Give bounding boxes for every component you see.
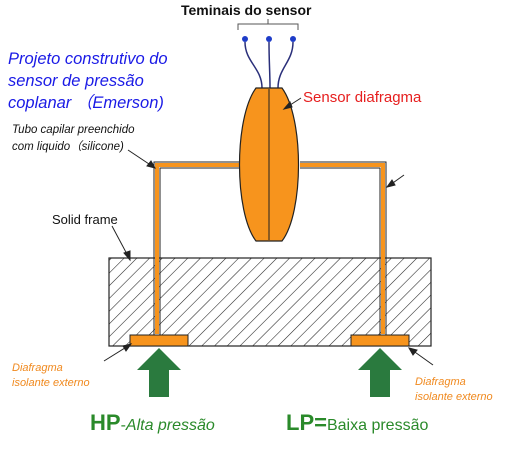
isolating-diaphragm-label-left: Diafragma isolante externo xyxy=(12,361,90,391)
capillary-tube-left xyxy=(153,161,242,335)
isolating-diaphragm-label-right: Diafragma isolante externo xyxy=(415,375,493,405)
diaphragm-left-leader-head xyxy=(122,343,133,352)
capillary-leader-head xyxy=(146,160,157,169)
low-pressure-arrow xyxy=(358,348,402,397)
isolating-diaphragm-label-line: isolante externo xyxy=(415,391,493,403)
solid-frame-label: Solid frame xyxy=(52,212,118,227)
isolating-diaphragm-label-line: isolante externo xyxy=(12,377,90,389)
capillary-right-leader-head xyxy=(385,179,396,188)
wire xyxy=(244,41,263,89)
high-pressure-label: HP-Alta pressão xyxy=(90,410,215,436)
project-title: Projeto construtivo do sensor de pressão… xyxy=(8,48,168,114)
terminal-pin xyxy=(290,36,296,42)
low-pressure-description: Baixa pressão xyxy=(326,417,429,434)
high-pressure-arrow xyxy=(137,348,181,397)
diaphragm-right-leader-head xyxy=(407,347,418,356)
solid-frame xyxy=(108,257,432,347)
low-pressure-code: LP xyxy=(286,410,315,435)
frame-leader xyxy=(111,225,129,257)
sensor-leader-head xyxy=(282,101,293,110)
terminal-pin xyxy=(266,36,272,42)
terminals-label: Teminais do sensor xyxy=(181,2,312,18)
high-pressure-separator: - xyxy=(120,417,126,434)
capillary-tube-right xyxy=(300,161,387,335)
low-pressure-label: LP=Baixa pressão xyxy=(286,410,428,436)
sensor-diaphragm-label: Sensor diafragma xyxy=(303,89,422,106)
capillary-tubes xyxy=(153,161,387,335)
project-title-line: sensor de pressão xyxy=(8,72,144,90)
wire xyxy=(268,41,271,89)
high-pressure-code: HP xyxy=(90,410,121,435)
terminal-pin xyxy=(242,36,248,42)
capillary-tube-label: Tubo capilar preenchido com liquido（sili… xyxy=(12,122,135,156)
isolating-diaphragm-left xyxy=(129,334,189,347)
capillary-leader xyxy=(127,149,153,167)
project-title-line: coplanar （Emerson) xyxy=(8,94,164,112)
project-title-line: Projeto construtivo do xyxy=(8,50,168,68)
low-pressure-separator: = xyxy=(314,410,327,435)
leader-lines xyxy=(103,97,434,366)
isolating-diaphragm-right xyxy=(350,334,410,347)
isolating-diaphragm-label-line: Diafragma xyxy=(12,362,63,374)
terminals-bracket xyxy=(237,19,299,30)
frame-leader-head xyxy=(123,250,131,262)
terminal-pins xyxy=(242,36,296,42)
capillary-label-line: Tubo capilar preenchido xyxy=(12,124,135,136)
high-pressure-description: Alta pressão xyxy=(125,417,215,434)
sensor-wires xyxy=(244,41,294,89)
wire xyxy=(277,41,294,89)
isolating-diaphragm-label-line: Diafragma xyxy=(415,376,466,388)
capillary-label-line: com liquido（silicone) xyxy=(12,141,124,153)
